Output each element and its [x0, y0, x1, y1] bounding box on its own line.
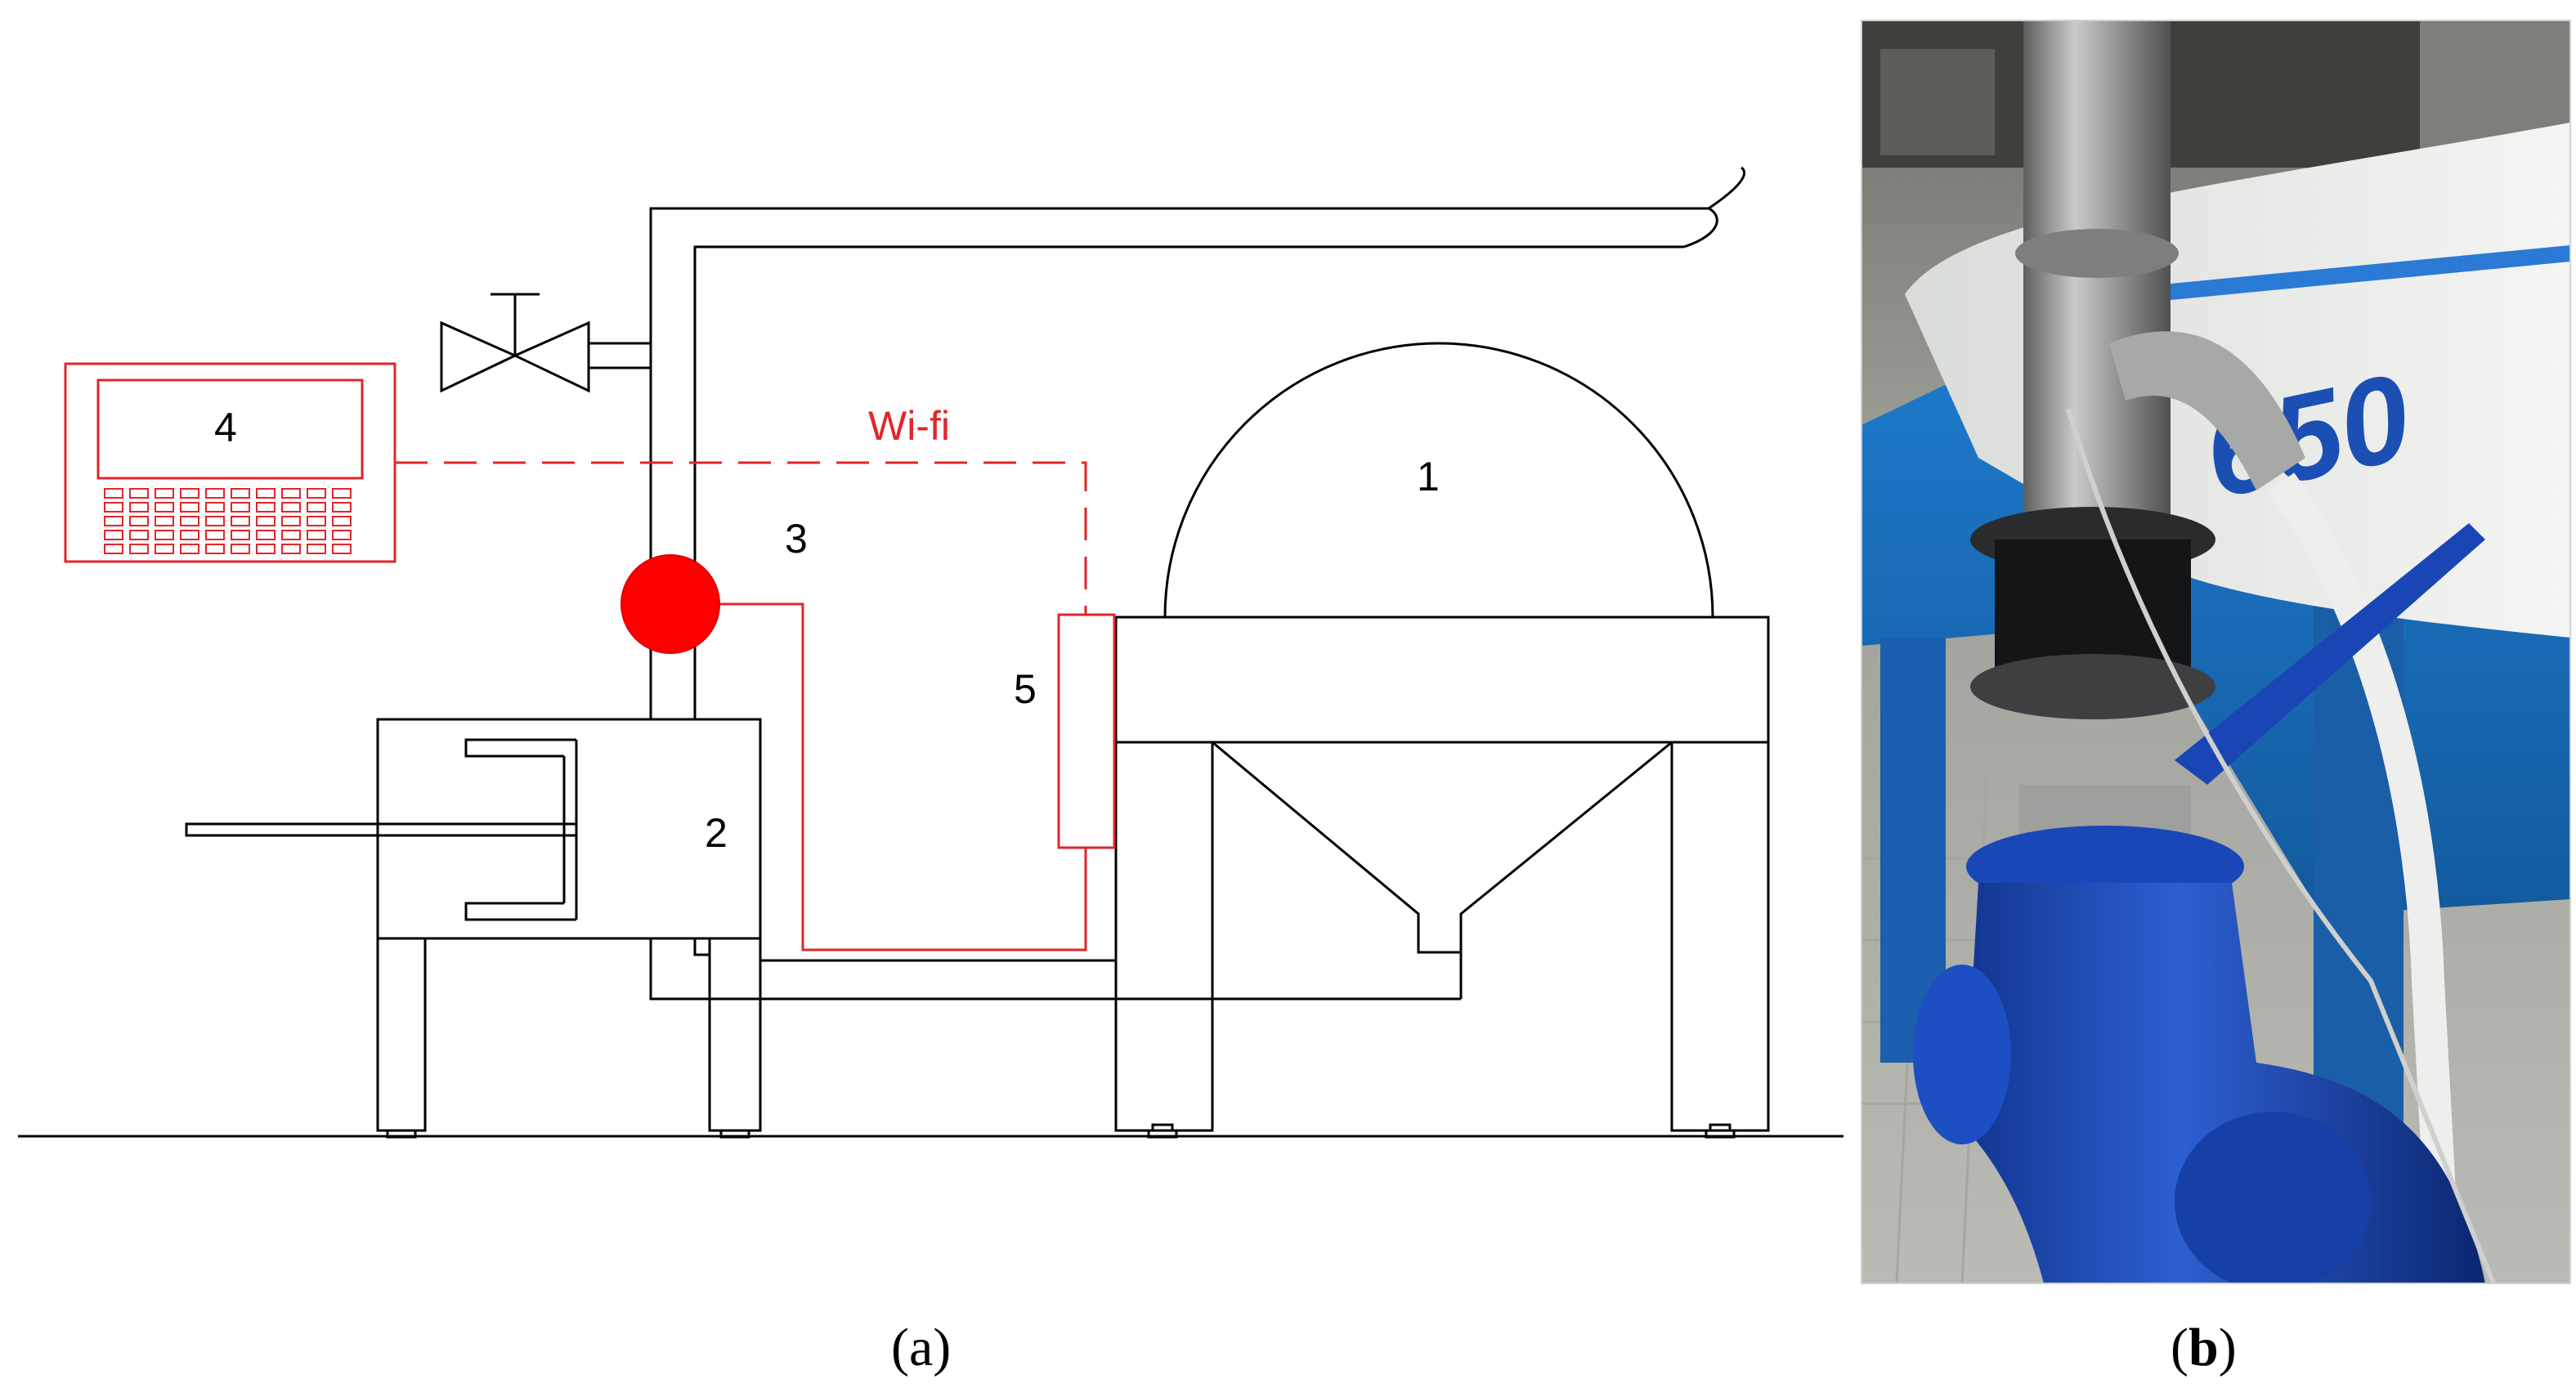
keypad-key	[180, 516, 199, 526]
keypad-key	[180, 488, 199, 499]
keypad-key	[281, 544, 301, 554]
keypad-key	[205, 488, 225, 499]
keypad-key	[180, 502, 199, 513]
keypad-key	[256, 488, 276, 499]
keypad-key	[104, 502, 123, 513]
label-wifi: Wi-fi	[868, 403, 950, 449]
keypad-key	[205, 502, 225, 513]
label-centrifuge: 1	[1417, 454, 1440, 499]
keypad-key	[231, 516, 250, 526]
keypad-key	[256, 530, 276, 540]
lower-pipe	[649, 938, 1116, 1001]
label-pump: 2	[705, 810, 728, 856]
label-sensor: 3	[785, 516, 808, 562]
keypad-key	[332, 488, 352, 499]
label-terminal: 4	[214, 405, 237, 450]
keypad-key	[256, 516, 276, 526]
terminal-keypad	[104, 488, 352, 554]
sensor-wire	[711, 602, 1087, 951]
keypad-key	[307, 544, 326, 554]
keypad-key	[281, 502, 301, 513]
sensor-dot	[620, 554, 720, 654]
keypad-key	[307, 488, 326, 499]
keypad-key	[205, 530, 225, 540]
keypad-key	[332, 516, 352, 526]
keypad-key	[104, 544, 123, 554]
valve-icon	[440, 293, 651, 393]
overhead-pipe	[649, 166, 1746, 719]
keypad-key	[231, 488, 250, 499]
terminal-screen	[96, 378, 364, 480]
keypad-key	[231, 502, 250, 513]
terminal-box	[64, 362, 396, 563]
keypad-key	[104, 488, 123, 499]
keypad-key	[155, 516, 174, 526]
keypad-key	[129, 488, 149, 499]
signal-wiring	[64, 362, 1116, 951]
keypad-key	[104, 516, 123, 526]
keypad-key	[205, 544, 225, 554]
pump-unit	[185, 718, 762, 1139]
keypad-key	[155, 530, 174, 540]
keypad-key	[256, 502, 276, 513]
keypad-key	[180, 544, 199, 554]
wifi-link	[395, 461, 1087, 615]
keypad-key	[281, 488, 301, 499]
keypad-key	[129, 530, 149, 540]
centrifuge	[1114, 342, 1770, 1139]
keypad-key	[332, 502, 352, 513]
keypad-key	[129, 544, 149, 554]
keypad-key	[180, 530, 199, 540]
keypad-key	[155, 544, 174, 554]
schematic-diagram	[18, 166, 1844, 1139]
keypad-key	[256, 544, 276, 554]
photo-panel: 650	[1861, 20, 2571, 1284]
keypad-key	[332, 544, 352, 554]
keypad-key	[332, 530, 352, 540]
keypad-key	[307, 516, 326, 526]
keypad-key	[231, 544, 250, 554]
keypad-key	[129, 502, 149, 513]
transmitter-box	[1057, 613, 1116, 849]
label-transmitter: 5	[1014, 666, 1037, 712]
keypad-key	[307, 530, 326, 540]
keypad-key	[281, 530, 301, 540]
keypad-key	[205, 516, 225, 526]
keypad-key	[155, 488, 174, 499]
keypad-key	[281, 516, 301, 526]
keypad-key	[129, 516, 149, 526]
keypad-key	[104, 530, 123, 540]
keypad-key	[231, 530, 250, 540]
caption-a: (a)	[891, 1318, 951, 1377]
keypad-key	[307, 502, 326, 513]
caption-b: (b)	[2171, 1318, 2237, 1377]
keypad-key	[155, 502, 174, 513]
